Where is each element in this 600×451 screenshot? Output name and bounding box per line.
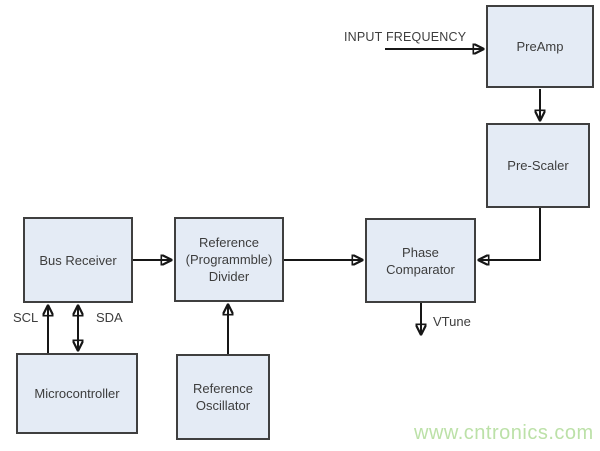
- block-microcontroller-label: Microcontroller: [34, 386, 120, 401]
- input-frequency-label: INPUT FREQUENCY: [344, 30, 467, 44]
- vtune-label: VTune: [433, 314, 471, 329]
- block-microcontroller: Microcontroller: [16, 353, 138, 434]
- block-reference-oscillator: Reference Oscillator: [176, 354, 270, 440]
- block-prescaler-label: Pre-Scaler: [507, 158, 569, 173]
- block-reference-divider-label: Reference (Programmble) Divider: [185, 235, 273, 284]
- block-bus-receiver: Bus Receiver: [23, 217, 133, 303]
- block-preamp: PreAmp: [486, 5, 594, 88]
- block-phase-comparator: Phase Comparator: [365, 218, 476, 303]
- connector-prescaler-to-phase-comparator: [478, 208, 541, 260]
- block-preamp-label: PreAmp: [516, 39, 564, 54]
- sda-label: SDA: [96, 310, 123, 325]
- scl-label: SCL: [13, 310, 39, 325]
- block-phase-comparator-label: Phase Comparator: [386, 244, 455, 277]
- watermark: www.cntronics.com: [414, 422, 594, 444]
- block-prescaler: Pre-Scaler: [486, 123, 590, 208]
- block-bus-receiver-label: Bus Receiver: [39, 252, 117, 268]
- block-reference-divider: Reference (Programmble) Divider: [174, 217, 284, 302]
- block-reference-oscillator-label: Reference Oscillator: [193, 381, 253, 413]
